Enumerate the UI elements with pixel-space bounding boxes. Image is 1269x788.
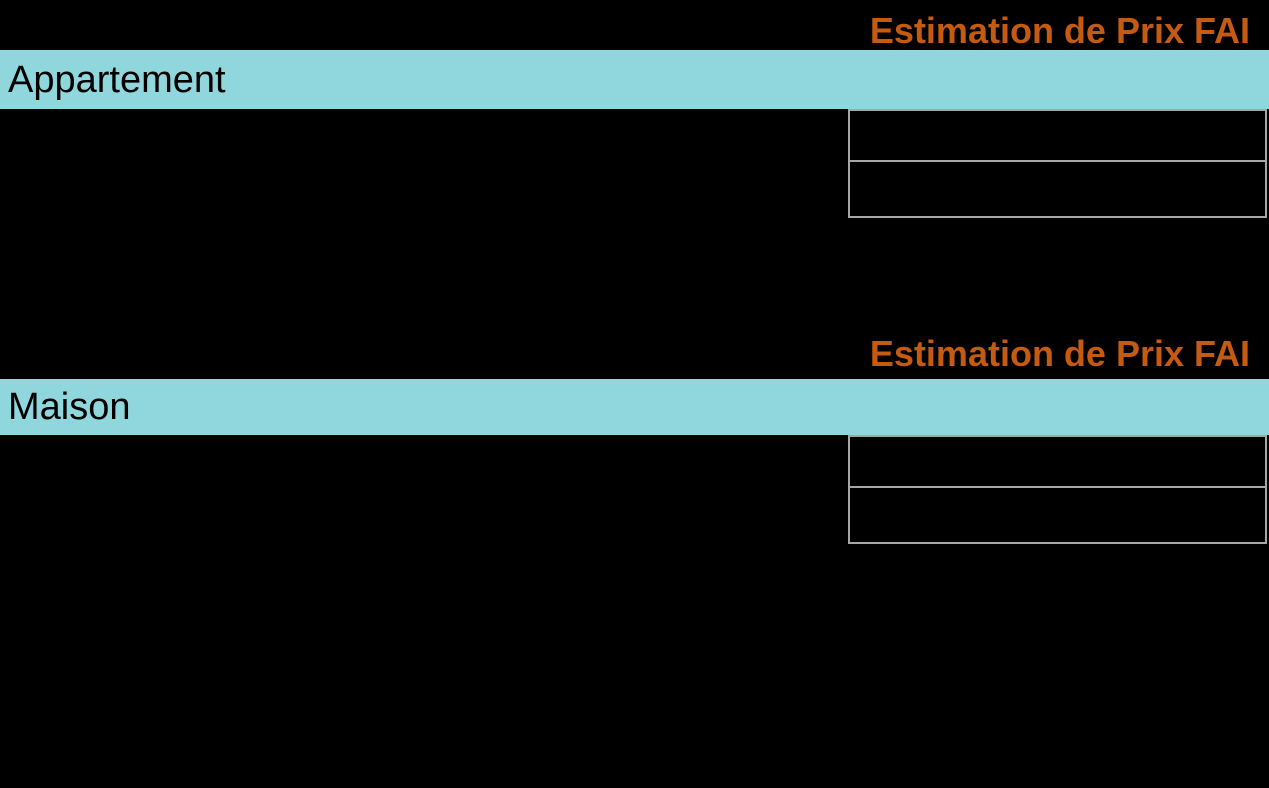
estimate-table-maison: [848, 435, 1267, 544]
estimate-cell-maison-2[interactable]: [850, 488, 1265, 542]
price-estimate-heading-appartement: Estimation de Prix FAI: [869, 10, 1250, 51]
estimate-cell-appartement-2[interactable]: [850, 162, 1265, 216]
category-label-appartement: Appartement: [8, 58, 226, 101]
category-band-appartement: Appartement: [0, 50, 1269, 109]
estimate-table-appartement: [848, 109, 1267, 218]
estimate-cell-appartement-1[interactable]: [850, 111, 1265, 162]
category-band-maison: Maison: [0, 379, 1269, 435]
estimate-cell-maison-1[interactable]: [850, 437, 1265, 488]
category-label-maison: Maison: [8, 386, 131, 428]
price-estimate-heading-maison: Estimation de Prix FAI: [869, 333, 1250, 374]
